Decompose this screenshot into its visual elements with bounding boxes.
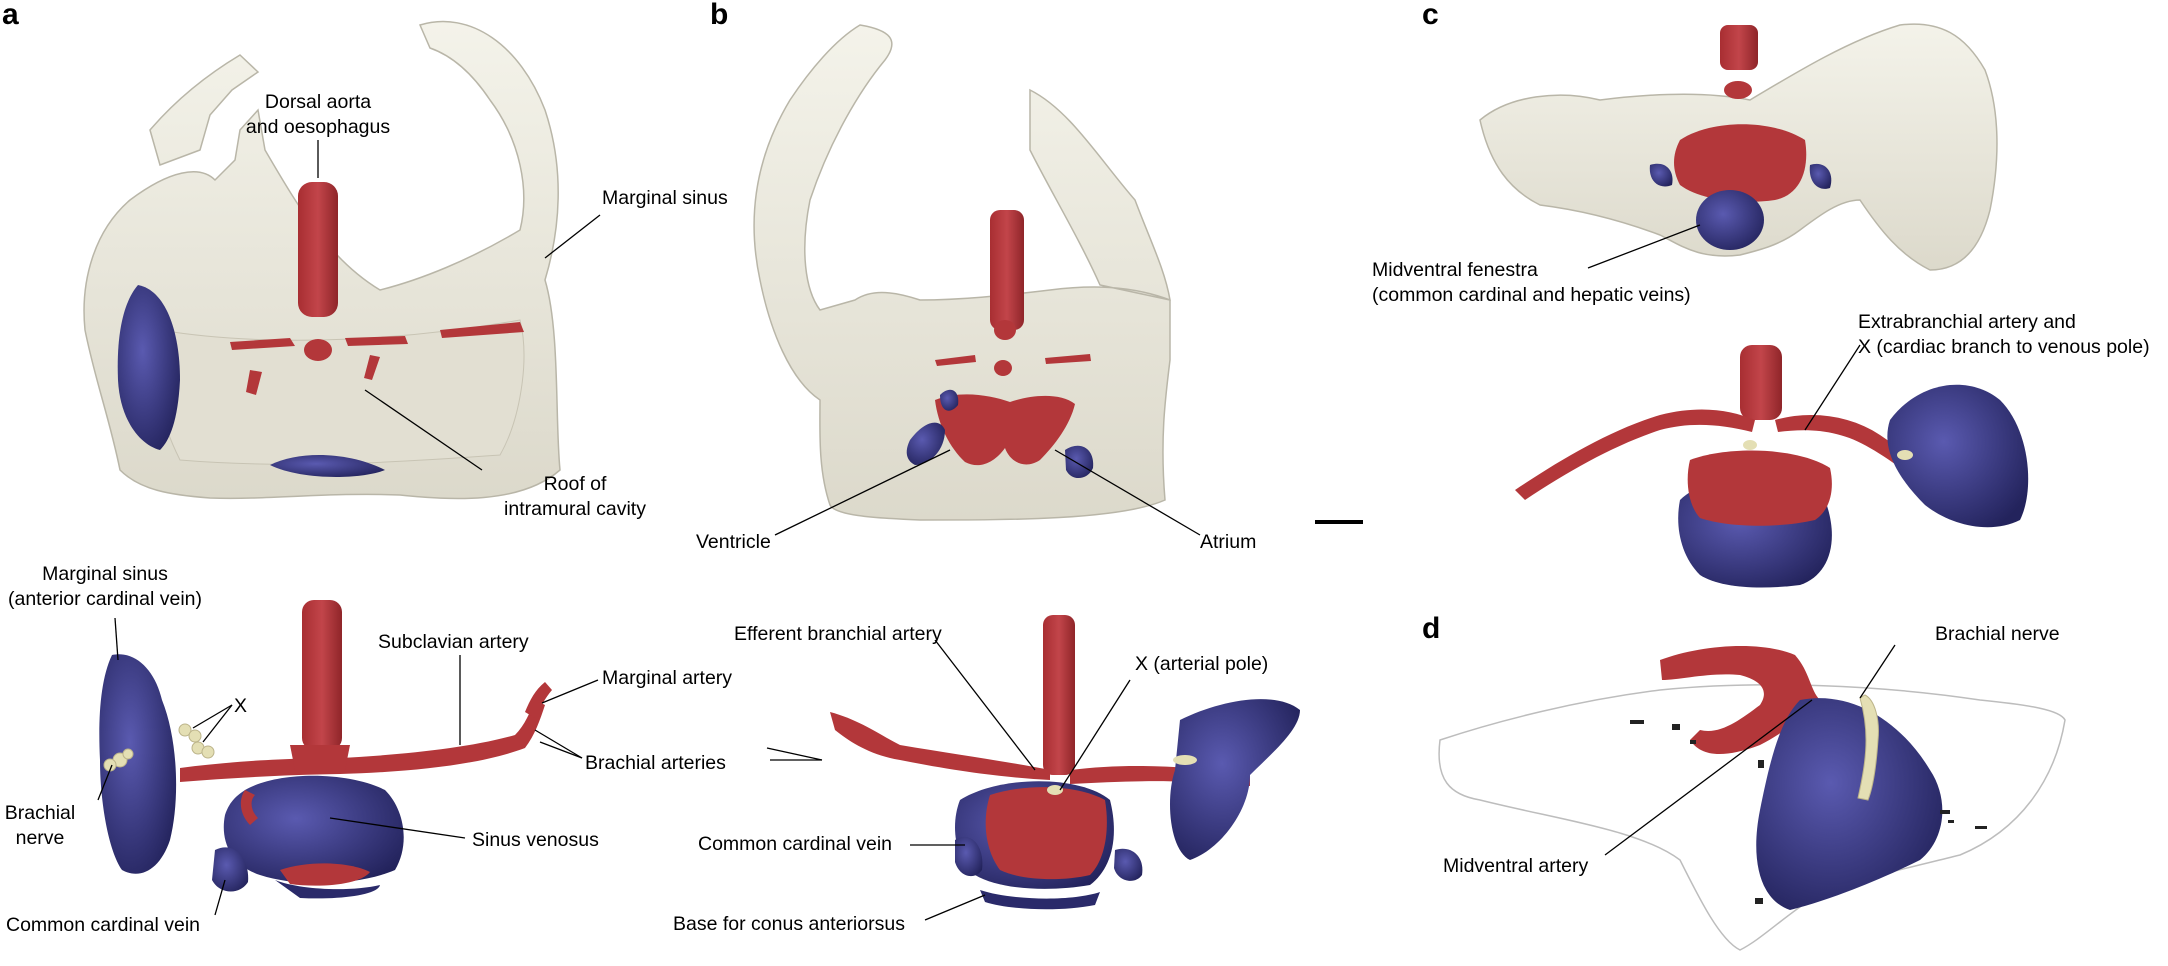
label-ventricle: Ventricle [696,531,771,553]
artery-a-top-dot [304,339,332,361]
heart-artery-a [280,863,370,886]
label-line: Marginal sinus [42,563,168,585]
label-roof-intramural: Roof of intramural cavity [485,472,665,522]
panel-letter-d: d [1422,612,1441,645]
label-base-conus: Base for conus anteriorsus [673,913,905,935]
artery-a-top-band [230,322,524,395]
label-marginal-sinus-acv: Marginal sinus (anterior cardinal vein) [0,562,210,612]
label-brachial-nerve-d: Brachial nerve [1935,623,2060,645]
extrabranchial-right-c [1775,415,1960,518]
label-line: Brachial [4,802,76,824]
label-sinus-venosus: Sinus venosus [472,829,599,851]
panel-letter-a: a [2,0,19,31]
artery-b-dot [994,320,1016,340]
nerve-b [1047,755,1197,795]
artery-c-dot [1724,81,1752,99]
panel-a-bottom-model [99,600,552,899]
extrabranchial-left-c [1515,409,1755,500]
artery-left-limb-a [240,790,258,825]
panel-letter-b: b [710,0,729,31]
label-extrabranchial: Extrabranchial artery and X (cardiac bra… [1858,310,2150,360]
atrium-ventricle-b [935,394,1075,466]
heart-b [985,787,1107,880]
panel-c-top-model [1479,23,1998,271]
marginal-sinus-vein-a [99,654,177,874]
artery-stem-a [290,745,350,770]
label-line: Midventral fenestra [1372,259,1538,281]
heart-c-top [1674,124,1807,202]
panel-d-model [1438,645,2066,951]
label-marginal-sinus: Marginal sinus [602,187,728,209]
nerve-d [1857,694,1879,801]
leader-lines [97,140,1896,921]
vein-b-right [1065,445,1094,479]
aorta-b-top [990,210,1024,330]
label-common-cardinal-a: Common cardinal vein [6,914,201,936]
label-subclavian-artery: Subclavian artery [378,631,529,653]
vein-a-top-left [117,285,180,450]
label-line: nerve [15,827,65,849]
panel-b-bottom-model [830,615,1300,910]
vein-b-left2 [940,389,959,411]
vein-b-left [906,422,945,465]
speckles-d [1630,720,1987,904]
label-line: X (cardiac branch to venous pole) [1858,336,2150,358]
vein-base-a [275,880,380,899]
nerve-c [1743,440,1913,460]
marginal-artery-branch-a [525,682,552,718]
vein-d [1756,698,1943,910]
label-line: Roof of [543,473,607,495]
vein-c-top-left [1649,163,1673,187]
subclavian-artery-a [180,700,545,782]
dorsal-aorta-a-bottom [302,600,342,750]
label-line: (anterior cardinal vein) [7,588,202,610]
heart-c-bottom [1687,450,1832,526]
skull-b-top [753,24,1171,521]
scale-bar [1315,520,1363,524]
skull-a-top-inner [155,319,525,465]
vein-c-top-right [1809,163,1832,189]
vein-a-top-bottom [270,454,385,477]
label-line: Dorsal aorta [264,91,372,113]
aorta-c-bottom [1740,345,1782,420]
base-conus-b [980,890,1100,910]
panel-b-top-model [753,24,1171,521]
label-midventral-artery: Midventral artery [1443,855,1589,877]
label-dorsal-aorta: Dorsal aorta and oesophagus [230,90,406,140]
label-atrium: Atrium [1200,531,1257,553]
label-brachial-nerve-a: Brachial nerve [0,801,80,851]
label-common-cardinal-b: Common cardinal vein [698,833,893,855]
label-efferent-branchial: Efferent branchial artery [734,623,942,645]
vein-c-right [1887,384,2029,528]
common-cardinal-vein-a [212,847,249,892]
panel-letter-c: c [1422,0,1439,31]
label-line: and oesophagus [245,116,391,138]
panel-c-bottom-model [1515,345,2029,588]
vein-b-right-bottom [1170,699,1300,860]
vein-b-right-knob [1114,848,1143,881]
aorta-c-top [1720,25,1758,70]
fenestra-vein-c [1696,190,1764,250]
label-brachial-arteries-a: Brachial arteries [585,752,726,774]
dorsal-aorta-a-top [298,182,338,317]
label-x-arterial-pole: X (arterial pole) [1135,653,1269,675]
label-marginal-artery: Marginal artery [602,667,733,689]
efferent-artery-left-b [830,712,1050,780]
sinus-venosus-a [223,775,404,884]
label-line: Extrabranchial artery and [1858,311,2076,333]
label-line: (common cardinal and hepatic veins) [1372,284,1691,306]
panel-a-top-model [83,20,561,500]
brachial-nerve-a [103,723,215,772]
label-line: intramural cavity [504,498,646,520]
artery-b-dot2 [994,360,1012,376]
vein-b-left-bottom [955,836,983,877]
artery-d [1660,645,1820,755]
artery-b-band [935,354,1091,366]
label-midventral-fenestra: Midventral fenestra (common cardinal and… [1372,258,1691,308]
aorta-b-bottom [1043,615,1075,775]
label-x-a: X [234,695,248,717]
